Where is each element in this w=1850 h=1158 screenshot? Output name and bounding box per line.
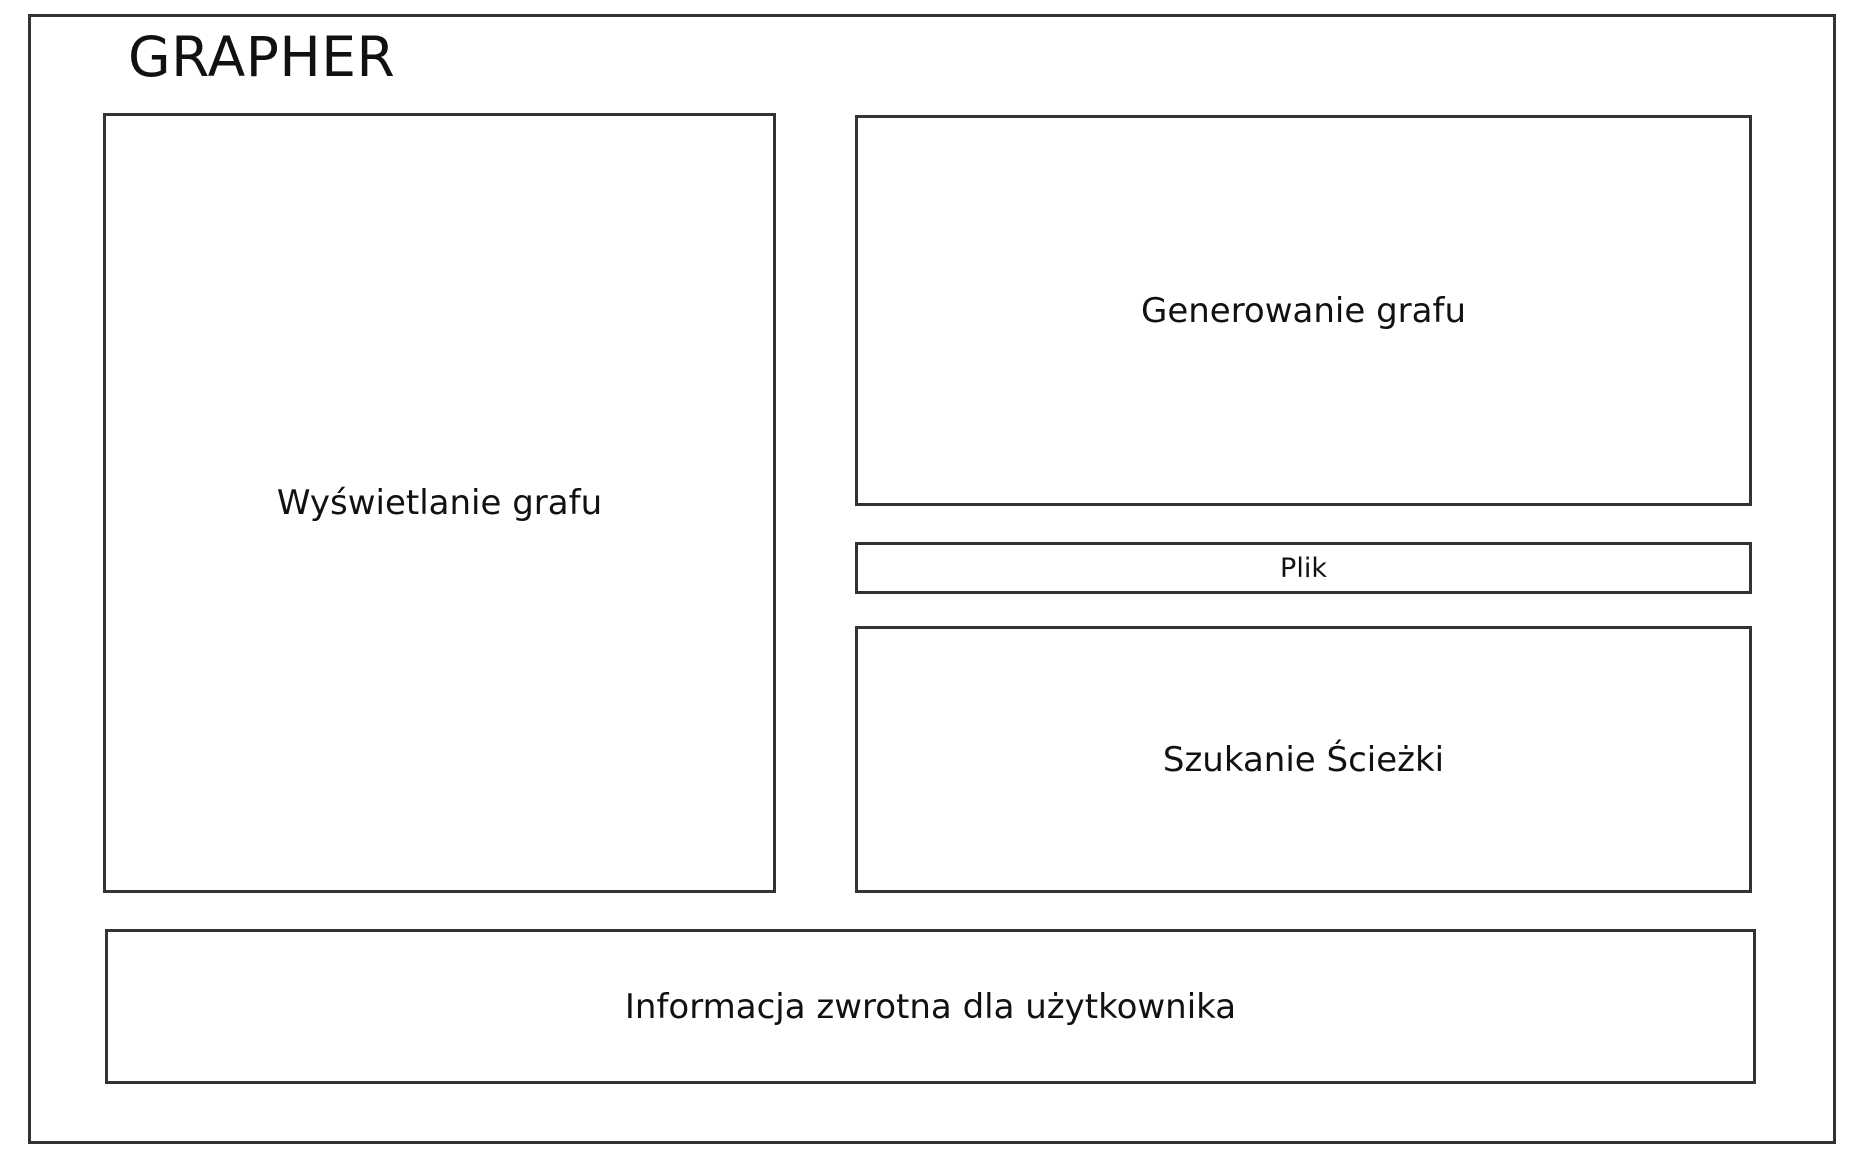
- path-search-panel[interactable]: Szukanie Ścieżki: [855, 626, 1752, 893]
- graph-generation-panel[interactable]: Generowanie grafu: [855, 115, 1752, 506]
- file-panel[interactable]: Plik: [855, 542, 1752, 594]
- app-window-frame: [28, 14, 1836, 1144]
- graph-display-label: Wyświetlanie grafu: [276, 483, 603, 523]
- user-feedback-label: Informacja zwrotna dla użytkownika: [624, 986, 1237, 1027]
- graph-display-panel[interactable]: Wyświetlanie grafu: [103, 113, 776, 893]
- app-title: GRAPHER: [128, 25, 396, 89]
- file-label: Plik: [1280, 552, 1327, 584]
- graph-generation-label: Generowanie grafu: [1140, 290, 1467, 331]
- user-feedback-panel: Informacja zwrotna dla użytkownika: [105, 929, 1756, 1084]
- path-search-label: Szukanie Ścieżki: [1162, 739, 1445, 780]
